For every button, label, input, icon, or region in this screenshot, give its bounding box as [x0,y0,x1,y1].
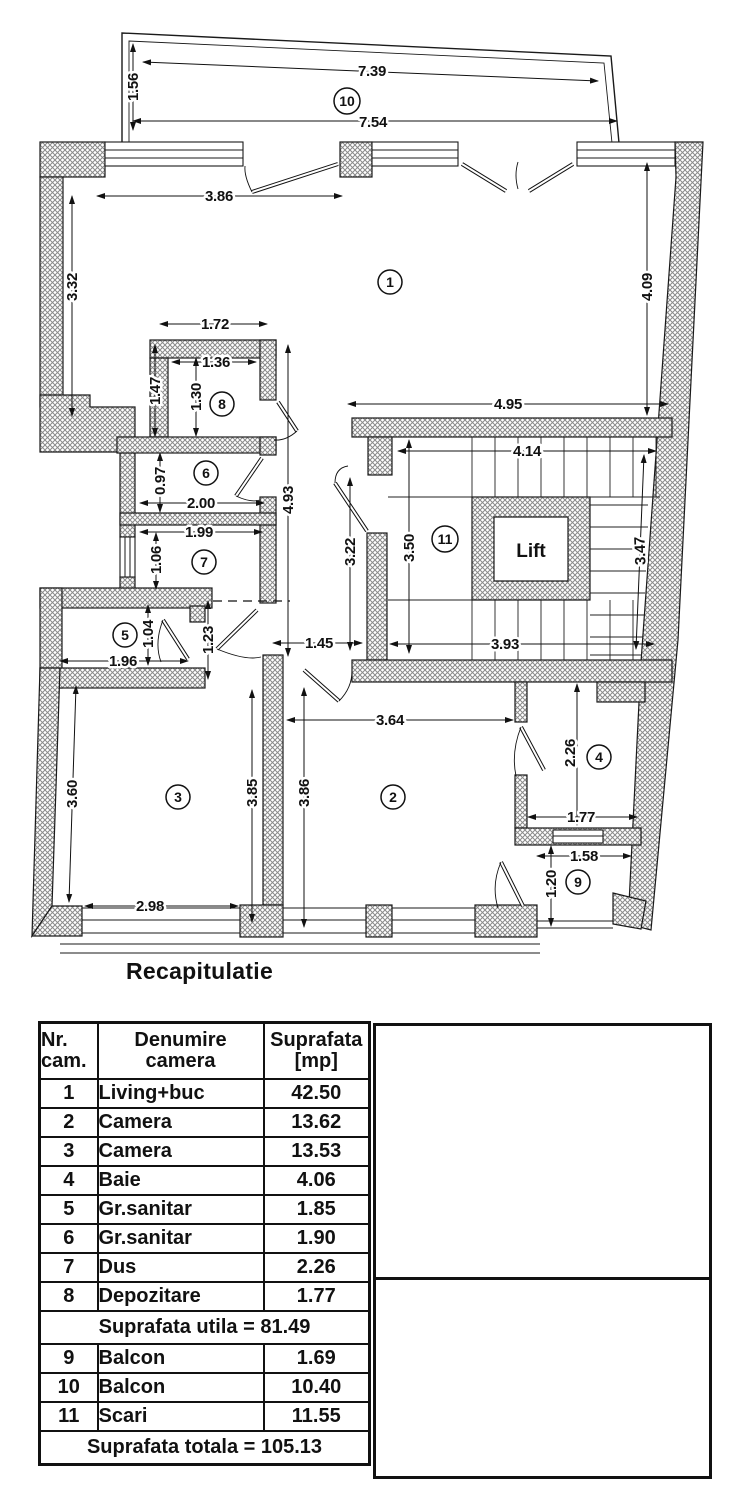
dim-1-47: 1.47 [147,377,164,405]
svg-text:7: 7 [200,554,208,570]
svg-text:4: 4 [595,749,603,765]
dim-3-22: 3.22 [342,538,359,566]
stairs [388,437,660,660]
floor-plan-drawing: 7.39 1.56 7.54 3.86 3.32 4.09 1.72 1.36 … [30,32,704,954]
dim-1-99: 1.99 [185,524,213,541]
svg-text:3: 3 [174,789,182,805]
svg-text:9: 9 [574,874,582,890]
header-nr-cam: Nr.cam. [38,1021,99,1080]
dim-3-47: 3.47 [632,537,650,566]
dim-1-23: 1.23 [200,626,217,654]
dim-1-58: 1.58 [570,848,598,865]
dim-3-86-room2: 3.86 [296,779,313,807]
doors [157,161,575,909]
lift-label: Lift [516,541,546,562]
subtotal-row: Suprafata utila = 81.49 [38,1310,371,1345]
dim-1-20: 1.20 [543,870,560,898]
svg-text:8: 8 [218,396,226,412]
dim-3-85: 3.85 [244,779,261,807]
dim-3-50: 3.50 [401,534,418,562]
legend-box [373,1023,712,1479]
subtotal-utila: Suprafata utila = 81.49 [38,1310,371,1345]
dim-1-45: 1.45 [305,635,333,652]
dim-7-54: 7.54 [359,114,388,131]
dim-1-56: 1.56 [125,73,142,101]
dim-3-32: 3.32 [64,273,81,301]
room-labels: 1 10 8 6 7 5 11 3 2 4 9 Lift [112,87,612,895]
dim-1-30: 1.30 [188,383,205,411]
dim-1-06: 1.06 [148,546,165,574]
dim-0-97: 0.97 [152,467,169,495]
dim-1-36: 1.36 [202,354,230,371]
dim-2-26: 2.26 [562,739,579,767]
dim-3-86-top: 3.86 [205,188,233,205]
dimension-lines [59,43,669,928]
room-label-3: 3 [165,784,191,810]
dim-4-93: 4.93 [280,486,297,514]
svg-text:11: 11 [438,531,453,547]
room-label-5: 5 [112,622,138,648]
balcony-10-outline [121,32,620,144]
svg-text:1: 1 [386,274,394,290]
dim-1-04: 1.04 [140,619,157,648]
total-row: Suprafata totala = 105.13 [38,1430,371,1466]
svg-text:2: 2 [389,789,397,805]
recap-title: Recapitulatie [126,958,274,984]
svg-text:6: 6 [202,465,210,481]
room-label-10: 10 [333,87,361,115]
room-label-8: 8 [209,391,235,417]
dim-2-00: 2.00 [187,495,215,512]
dim-3-64: 3.64 [376,712,405,729]
room-label-11: 11 [431,525,459,553]
dim-3-93: 3.93 [491,636,519,653]
room-label-1: 1 [377,269,403,295]
total-suprafata: Suprafata totala = 105.13 [38,1430,371,1466]
dim-4-14: 4.14 [513,443,542,460]
dim-3-60: 3.60 [64,780,81,808]
header-suprafata: Suprafata[mp] [262,1021,371,1080]
room-label-7: 7 [191,549,217,575]
dim-2-98: 2.98 [136,898,164,915]
svg-text:5: 5 [121,627,129,643]
legend-box-divider [376,1277,709,1280]
dimension-labels: 7.39 1.56 7.54 3.86 3.32 4.09 1.72 1.36 … [62,61,659,918]
dim-7-39: 7.39 [358,63,386,80]
dim-4-09: 4.09 [639,273,656,301]
room-label-4: 4 [586,744,612,770]
dim-1-96: 1.96 [109,653,137,670]
walls [30,141,704,939]
dim-1-72: 1.72 [201,316,229,333]
dim-1-77: 1.77 [567,809,595,826]
room-label-6: 6 [193,460,219,486]
room-label-9: 9 [565,869,591,895]
dim-4-95: 4.95 [494,396,522,413]
room-label-2: 2 [380,784,406,810]
svg-text:10: 10 [339,93,355,109]
